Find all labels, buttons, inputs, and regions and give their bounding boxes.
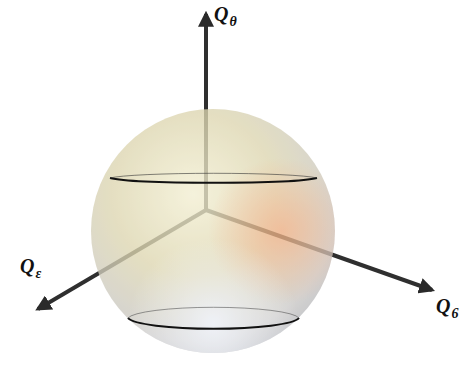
axis-label: Q6 — [436, 296, 458, 316]
latitude-circles — [110, 173, 317, 328]
axis-label: Qθ — [214, 4, 237, 24]
sphere — [91, 109, 335, 353]
axis-label: Qε — [20, 256, 41, 276]
